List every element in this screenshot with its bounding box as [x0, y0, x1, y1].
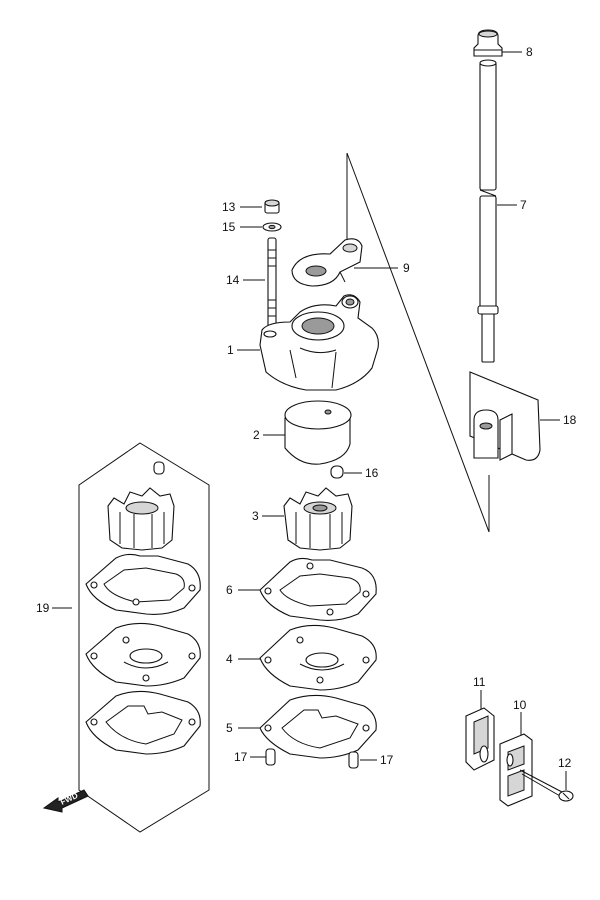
- gasket-5: [259, 694, 377, 759]
- callout-12: 12: [558, 756, 572, 770]
- callout-11: 11: [473, 675, 486, 689]
- callout-labels: 13 15 14 1 2 3 6 4 5 17 17 16 9 8 7 18 1…: [36, 45, 577, 770]
- callout-10: 10: [513, 698, 527, 712]
- callout-13: 13: [222, 200, 236, 214]
- nut-13: [264, 199, 280, 214]
- callout-8: 8: [526, 45, 533, 59]
- callout-16: 16: [365, 466, 379, 480]
- kit-outline: [78, 442, 210, 833]
- clamp-10: [499, 733, 533, 807]
- leader-lines: [52, 51, 567, 790]
- key-16: [330, 465, 344, 479]
- grommet-8: [473, 29, 503, 57]
- callout-4: 4: [226, 652, 233, 666]
- callout-3: 3: [252, 509, 259, 523]
- callout-6: 6: [226, 583, 233, 597]
- impeller-3: [283, 487, 353, 551]
- callout-1: 1: [227, 343, 234, 357]
- clip-11: [465, 707, 495, 771]
- pin-17-right: [348, 751, 359, 769]
- washer-15: [262, 222, 282, 232]
- callout-14: 14: [226, 273, 240, 287]
- callout-9: 9: [403, 261, 410, 275]
- fwd-arrow-icon: FWD: [42, 789, 89, 813]
- screw-12: [519, 769, 574, 802]
- callout-17-left: 17: [234, 750, 248, 764]
- callout-19: 19: [36, 601, 50, 615]
- callout-18: 18: [563, 413, 577, 427]
- pin-17-left: [265, 748, 276, 766]
- stud-bolt-14: [267, 237, 277, 329]
- liner-2: [284, 400, 352, 465]
- plate-4: [259, 624, 377, 691]
- lever-9: [291, 238, 363, 287]
- callout-5: 5: [226, 721, 233, 735]
- callout-7: 7: [520, 198, 527, 212]
- water-tube-7: [477, 59, 499, 363]
- kit-contents: [85, 461, 201, 755]
- pump-housing-1: [259, 294, 379, 391]
- callout-2: 2: [253, 428, 260, 442]
- callout-17-right: 17: [380, 753, 394, 767]
- callout-15: 15: [222, 220, 236, 234]
- gasket-6: [259, 557, 377, 621]
- cover-18: [469, 371, 541, 461]
